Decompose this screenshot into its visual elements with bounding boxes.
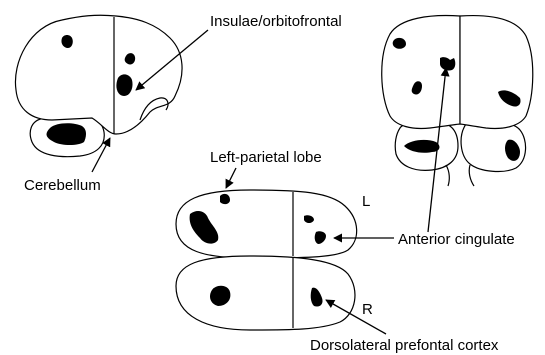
frontal-brainstem <box>446 165 474 186</box>
label-cerebellum: Cerebellum <box>24 177 101 194</box>
side-label-right: R <box>362 301 373 318</box>
frontal-right-hemisphere <box>460 16 533 129</box>
side-label-left: L <box>362 193 370 210</box>
label-dorsolateral-prefrontal-cortex: Dorsolateral prefontal cortex <box>310 337 499 354</box>
lateral-brain-view <box>15 15 182 156</box>
frontal-brain-view <box>382 16 533 186</box>
label-anterior-cingulate: Anterior cingulate <box>398 231 515 248</box>
label-left-parietal-lobe: Left-parietal lobe <box>210 149 322 166</box>
axial-brain-view <box>176 190 357 330</box>
axial-right-hemisphere <box>176 256 355 330</box>
frontal-left-hemisphere <box>382 16 460 129</box>
label-insulae-orbitofrontal: Insulae/orbitofrontal <box>210 13 342 30</box>
left-parietal-arrow <box>226 168 236 188</box>
lateral-cerebrum-outline <box>15 15 182 134</box>
